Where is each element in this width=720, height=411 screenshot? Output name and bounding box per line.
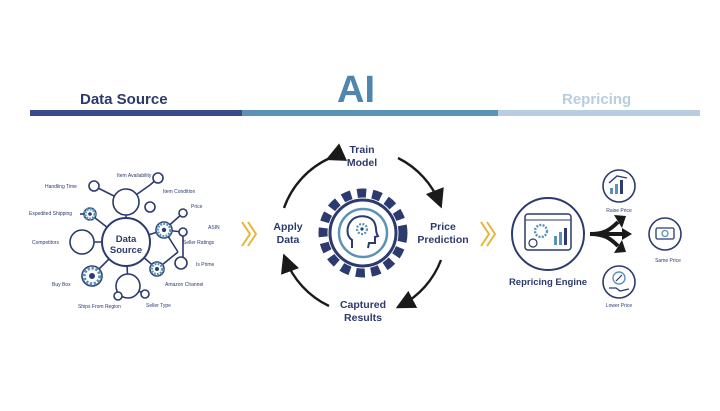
step-apply-line2: Data bbox=[277, 234, 300, 246]
hub-center-line2: Source bbox=[110, 245, 142, 256]
ai-heading: AI bbox=[337, 69, 375, 111]
step-predict-line1: Price bbox=[430, 221, 456, 233]
factor-label: Is Prime bbox=[196, 262, 215, 268]
factor-label: Handling Time bbox=[45, 184, 77, 190]
raise-price-label: Raise Price bbox=[606, 208, 632, 214]
data-source-network bbox=[69, 172, 188, 301]
step-captured-line2: Results bbox=[344, 312, 382, 324]
data-source-bar bbox=[30, 110, 242, 116]
data-source-heading: Data Source bbox=[80, 91, 168, 108]
factor-label: Amazon Channel bbox=[165, 282, 203, 288]
factor-label: Seller Ratings bbox=[183, 240, 215, 246]
step-predict-line2: Prediction bbox=[417, 234, 468, 246]
ai-head-icon bbox=[346, 215, 380, 249]
step-captured-line1: Captured bbox=[340, 299, 386, 311]
factor-label: Item Condition bbox=[163, 189, 195, 195]
gear-icon bbox=[82, 266, 102, 286]
factor-label: Seller Type bbox=[146, 303, 171, 309]
same-price-label: Same Price bbox=[655, 258, 681, 264]
ai-gear-icon bbox=[318, 188, 408, 278]
step-train-line1: Train bbox=[349, 144, 374, 156]
repricing-bar bbox=[498, 110, 700, 116]
ai-bar bbox=[242, 110, 498, 116]
step-train-line2: Model bbox=[347, 157, 377, 169]
lower-price-icon bbox=[602, 265, 636, 299]
gear-icon bbox=[150, 262, 164, 276]
factor-label: Price bbox=[191, 204, 203, 210]
repricing-engine-label: Repricing Engine bbox=[509, 277, 587, 288]
gear-icon bbox=[83, 207, 97, 221]
raise-price-icon bbox=[602, 169, 636, 203]
factor-label: Item Availability bbox=[117, 173, 152, 179]
hub-center-line1: Data bbox=[116, 234, 137, 245]
repricing-heading: Repricing bbox=[562, 91, 631, 108]
chevron-right-icon bbox=[241, 221, 258, 247]
split-arrows bbox=[589, 215, 632, 253]
factor-label: Competitors bbox=[32, 240, 59, 246]
step-apply-line1: Apply bbox=[273, 221, 302, 233]
chevron-right-icon bbox=[480, 221, 497, 247]
lower-price-label: Lower Price bbox=[606, 303, 633, 309]
gear-icon bbox=[156, 222, 172, 238]
repricing-engine-icon bbox=[511, 197, 585, 271]
factor-label: Buy Box bbox=[52, 282, 71, 288]
factor-label: Ships From Region bbox=[78, 304, 121, 310]
factor-label: Expedited Shipping bbox=[29, 211, 72, 217]
factor-label: ASIN bbox=[208, 225, 220, 231]
same-price-icon bbox=[648, 217, 682, 251]
cycle-arrows bbox=[280, 143, 444, 309]
